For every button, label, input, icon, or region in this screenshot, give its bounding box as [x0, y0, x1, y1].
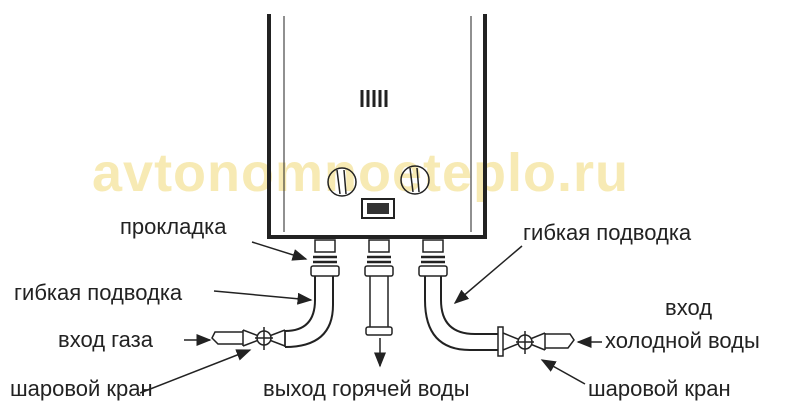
label-ball-valve-left: шаровой кран — [10, 376, 153, 401]
label-ball-valve-right: шаровой кран — [588, 376, 731, 401]
ball-valve-left — [211, 327, 286, 350]
label-cold-water: холодной воды — [605, 328, 760, 353]
watermark: avtonomnoeteplo.ru — [92, 143, 630, 203]
display-window — [361, 198, 395, 219]
label-gas-inlet: вход газа — [58, 327, 153, 352]
pointer-arrows — [139, 241, 602, 394]
hot-water-pipe — [365, 276, 393, 368]
knob-right — [400, 165, 430, 195]
label-inlet: вход — [665, 295, 713, 320]
heater-body — [267, 14, 487, 239]
label-gasket: прокладка — [120, 214, 227, 239]
label-flex-hose-right: гибкая подводка — [523, 220, 692, 245]
ball-valve-right — [497, 326, 575, 357]
flex-hose-right — [424, 276, 498, 351]
label-flex-hose-left: гибкая подводка — [14, 280, 183, 305]
flex-hose-left — [284, 276, 334, 348]
vent-slots — [360, 90, 388, 107]
knob-left — [327, 167, 357, 197]
label-hot-water-outlet: выход горячей воды — [263, 376, 470, 401]
